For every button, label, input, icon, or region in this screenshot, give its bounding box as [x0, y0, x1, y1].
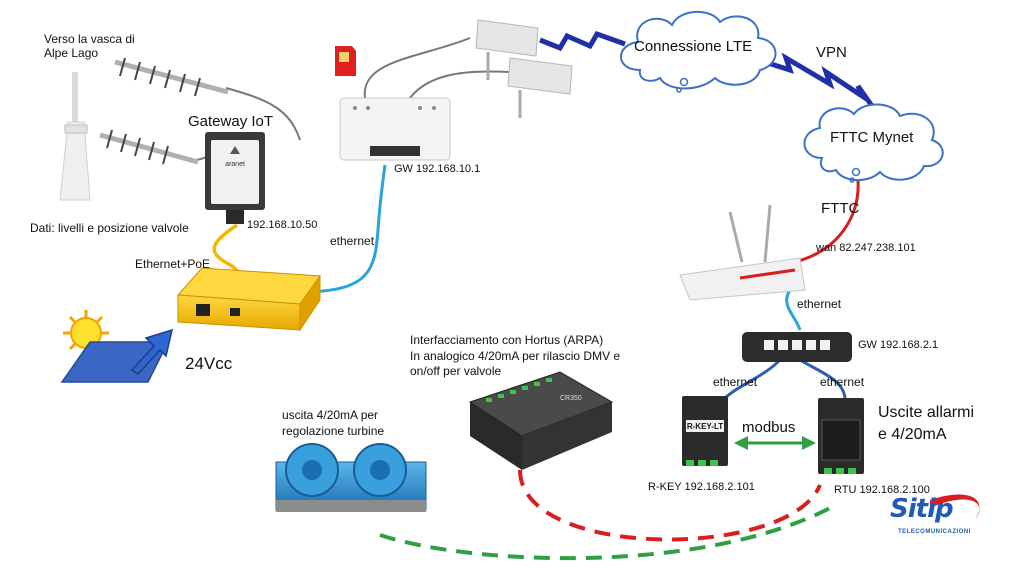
lte-antenna-1-icon: [475, 19, 539, 80]
vpn-lightning-link: [751, 52, 875, 108]
ethernet-rkey-label: ethernet: [713, 375, 758, 389]
fttc-modem-device: [679, 204, 806, 301]
rkey-device-label: R-KEY-LT: [687, 422, 723, 431]
fttc-mynet-cloud: [803, 103, 944, 183]
lte-label: Connessione LTE: [634, 38, 753, 55]
turbine-image: [275, 443, 427, 512]
gateway-ip-label: 192.168.10.50: [247, 219, 318, 231]
sitip-logo-swoosh: [930, 494, 980, 520]
fttc-mynet-label: FTTC Mynet: [830, 129, 914, 146]
modbus-arrow: [734, 436, 816, 450]
aranet-label: aranet: [225, 161, 245, 168]
network-switch-device: [742, 332, 852, 362]
ethernet-rtu-label: ethernet: [820, 375, 865, 389]
cable-router-antenna-1: [363, 37, 471, 99]
cable-ethernet-router: [299, 164, 387, 294]
gateway-iot-device: aranet: [205, 132, 265, 224]
yagi-antenna-2-icon: [99, 129, 199, 165]
analog-link-red: [518, 469, 822, 542]
solar-sun-icon: [63, 310, 109, 356]
gateway-iot-label: Gateway IoT: [188, 113, 274, 130]
antenna-target-label: Verso la vasca di Alpe Lago: [44, 32, 135, 61]
fttc-label: FTTC: [821, 200, 860, 217]
wan-label: wan 82.247.238.101: [816, 242, 916, 254]
power-label: 24Vcc: [185, 354, 233, 373]
rkey-ip-label: R-KEY 192.168.2.101: [648, 481, 755, 493]
poe-injector-device: [176, 267, 321, 332]
ethernet-router-label: ethernet: [330, 234, 375, 248]
ethernet-modem-label: ethernet: [797, 297, 842, 311]
vpn-label: VPN: [816, 44, 847, 61]
cr350-datalogger-device: CR350: [468, 371, 614, 470]
cable-router-antenna-2: [409, 70, 511, 99]
cr350-label: CR350: [560, 395, 582, 402]
sitip-logo: Sitip: [890, 494, 954, 524]
rtu-device: [818, 398, 864, 474]
sim-card-icon: [335, 46, 356, 76]
cable-ethernet-modem-switch: [785, 289, 802, 331]
lte-lightning-link: [539, 30, 626, 52]
modbus-label: modbus: [742, 419, 796, 436]
sitip-logo-subtitle: TELECOMUNICAZIONI: [898, 529, 971, 535]
hortus-label: Interfacciamento con Hortus (ARPA) In an…: [410, 333, 621, 379]
router-gw-label: GW 192.168.10.1: [394, 163, 481, 175]
yagi-antenna-1-icon: [114, 57, 229, 97]
cable-fttc: [794, 179, 860, 264]
lte-router-device: [339, 97, 451, 161]
water-tower-icon: [59, 72, 91, 201]
ethernet-poe-label: Ethernet+PoE: [135, 257, 211, 271]
data-info-label: Dati: livelli e posizione valvole: [30, 221, 189, 235]
cable-antenna-1: [225, 87, 301, 141]
lte-antenna-2-icon: [507, 57, 573, 118]
lte-cloud: [620, 10, 777, 93]
alarms-label: Uscite allarmi e 4/20mA: [878, 404, 975, 443]
rtu-ip-label: RTU 192.168.2.100: [834, 484, 930, 496]
analog-link-green: [379, 506, 831, 561]
power-arrow-icon: [130, 328, 174, 375]
turbine-label: uscita 4/20mA per regolazione turbine: [282, 408, 385, 438]
rkey-lt-device: R-KEY-LT: [682, 396, 728, 466]
switch-gw-label: GW 192.168.2.1: [858, 339, 939, 351]
cable-ethernet-switch-rtu: [799, 358, 847, 401]
